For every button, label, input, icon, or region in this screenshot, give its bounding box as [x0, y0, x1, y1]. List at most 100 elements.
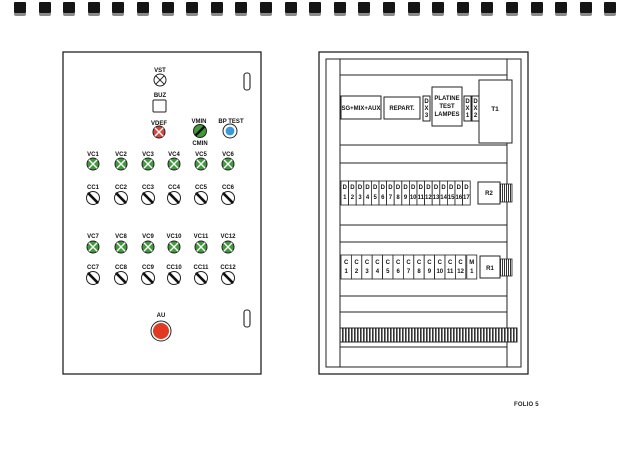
- terminal-c1: C1: [340, 254, 352, 280]
- folio-number: FOLIO 5: [514, 402, 539, 408]
- vmin-selector[interactable]: VMIN CMIN: [192, 119, 208, 147]
- terminal-letter: D: [396, 185, 401, 191]
- terminal-number: 2: [351, 195, 355, 201]
- switch-cc1[interactable]: CC1: [86, 185, 100, 205]
- emergency-stop-button-icon[interactable]: [153, 323, 169, 339]
- lamp-label: VC7: [87, 234, 99, 240]
- switch-cc2[interactable]: CC2: [114, 185, 128, 205]
- terminal-letter: D: [434, 185, 439, 191]
- binding-ring: [358, 2, 371, 13]
- binding-ring-shadow: [383, 13, 395, 16]
- switch-cc11[interactable]: CC11: [193, 265, 209, 285]
- terminal-letter: D: [373, 185, 378, 191]
- lamp-vc1: VC1: [86, 152, 100, 171]
- bp-test-label: BP TEST: [218, 119, 244, 125]
- terminal-block: [454, 254, 467, 280]
- lamp-cross-stroke: [169, 242, 179, 252]
- binding-ring-shadow: [432, 13, 445, 16]
- switch-cc5[interactable]: CC5: [194, 185, 208, 205]
- lamp-label: VC1: [87, 152, 99, 158]
- au-emergency-stop[interactable]: AU: [150, 313, 172, 342]
- terminal-letter: C: [375, 260, 380, 266]
- switch-cc12[interactable]: CC12: [220, 265, 236, 285]
- switch-cc6[interactable]: CC6: [221, 185, 235, 205]
- lamp-vc7: VC7: [86, 234, 100, 254]
- binding-ring: [260, 2, 272, 13]
- au-label: AU: [157, 313, 166, 319]
- binding-ring: [63, 2, 76, 13]
- bp-test-button[interactable]: BP TEST: [218, 119, 244, 139]
- terminal-number: 12: [425, 195, 432, 201]
- terminal-c5: C5: [382, 254, 394, 280]
- terminal-block: [340, 254, 352, 280]
- terminal-letter: D: [449, 185, 454, 191]
- terminal-number: 5: [374, 195, 378, 201]
- terminal-number: 4: [366, 195, 370, 201]
- terminal-letter: D: [441, 185, 446, 191]
- terminal-number: 4: [376, 269, 380, 275]
- terminal-d14: D14: [439, 180, 448, 206]
- terminal-d1: D1: [340, 180, 349, 206]
- binding-ring: [137, 2, 149, 13]
- terminal-number: 16: [455, 195, 462, 201]
- switch-row-cc7-cc12: CC7 CC8 CC9 CC10 CC11 CC12: [86, 265, 236, 285]
- switch-cc4[interactable]: CC4: [167, 185, 181, 205]
- terminal-block: [444, 254, 456, 280]
- vst-label: VST: [154, 68, 166, 74]
- binding-ring-shadow: [506, 13, 518, 16]
- binding-ring: [186, 2, 199, 13]
- binding-ring: [383, 2, 395, 13]
- binding-ring-shadow: [456, 13, 469, 16]
- binding-ring: [530, 2, 543, 13]
- terminal-number: 8: [396, 195, 400, 201]
- terminal-d15: D15: [446, 180, 456, 206]
- binding-ring-shadow: [358, 13, 371, 16]
- repart-block: [383, 96, 421, 120]
- switch-cc8[interactable]: CC8: [114, 265, 128, 285]
- switch-cc9[interactable]: CC9: [141, 265, 155, 285]
- terminal-d5: D5: [370, 180, 380, 206]
- r1-label: R1: [486, 266, 494, 272]
- switch-handle: [115, 272, 127, 284]
- terminal-d9: D9: [401, 180, 410, 206]
- switch-handle: [168, 272, 180, 284]
- terminal-letter: M: [469, 260, 474, 266]
- bp-test-pushbutton-icon[interactable]: [225, 126, 235, 136]
- test-label: TEST: [439, 104, 455, 110]
- lamp-label: VC5: [195, 152, 207, 158]
- lamp-label: VC11: [194, 234, 209, 240]
- binding-ring-shadow: [14, 13, 26, 16]
- switch-cc3[interactable]: CC3: [141, 185, 155, 205]
- terminal-number: 11: [447, 269, 454, 275]
- lamp-cross-stroke: [196, 159, 206, 169]
- lamp-cross-stroke: [169, 159, 179, 169]
- terminal-c8: C8: [413, 254, 425, 280]
- front-panel-handle-bottom[interactable]: [243, 309, 251, 328]
- terminal-c4: C4: [371, 254, 384, 280]
- terminal-letter: C: [417, 260, 422, 266]
- terminal-d3: D3: [355, 180, 365, 206]
- switch-label: CC8: [115, 265, 128, 271]
- lamp-cross-stroke: [88, 242, 98, 252]
- binding-ring-shadow: [309, 13, 322, 16]
- dx1-label-3: 1: [466, 113, 470, 119]
- terminal-c12: C12: [454, 254, 467, 280]
- binding-ring-shadow: [87, 13, 100, 16]
- platine-test-lampes-block: [431, 86, 463, 127]
- terminal-d13: D13: [431, 180, 441, 206]
- switch-label: CC10: [166, 265, 182, 271]
- front-panel-handle-top[interactable]: [243, 72, 251, 91]
- switch-label: CC2: [115, 185, 128, 191]
- lampes-label: LAMPES: [434, 112, 459, 118]
- terminal-block: [466, 254, 478, 280]
- dx1-label-1: D: [465, 99, 470, 105]
- d-terminal-row: D1D2D3D4D5D6D7D8D9D10D11D12D13D14D15D16D…: [340, 180, 471, 206]
- buzzer-square-icon: [152, 99, 167, 113]
- terminal-letter: D: [419, 185, 424, 191]
- terminal-d8: D8: [393, 180, 403, 206]
- lamp-vc10: VC10: [166, 234, 182, 254]
- dx1-block: [463, 95, 472, 122]
- switch-cc7[interactable]: CC7: [86, 265, 100, 285]
- switch-cc10[interactable]: CC10: [166, 265, 182, 285]
